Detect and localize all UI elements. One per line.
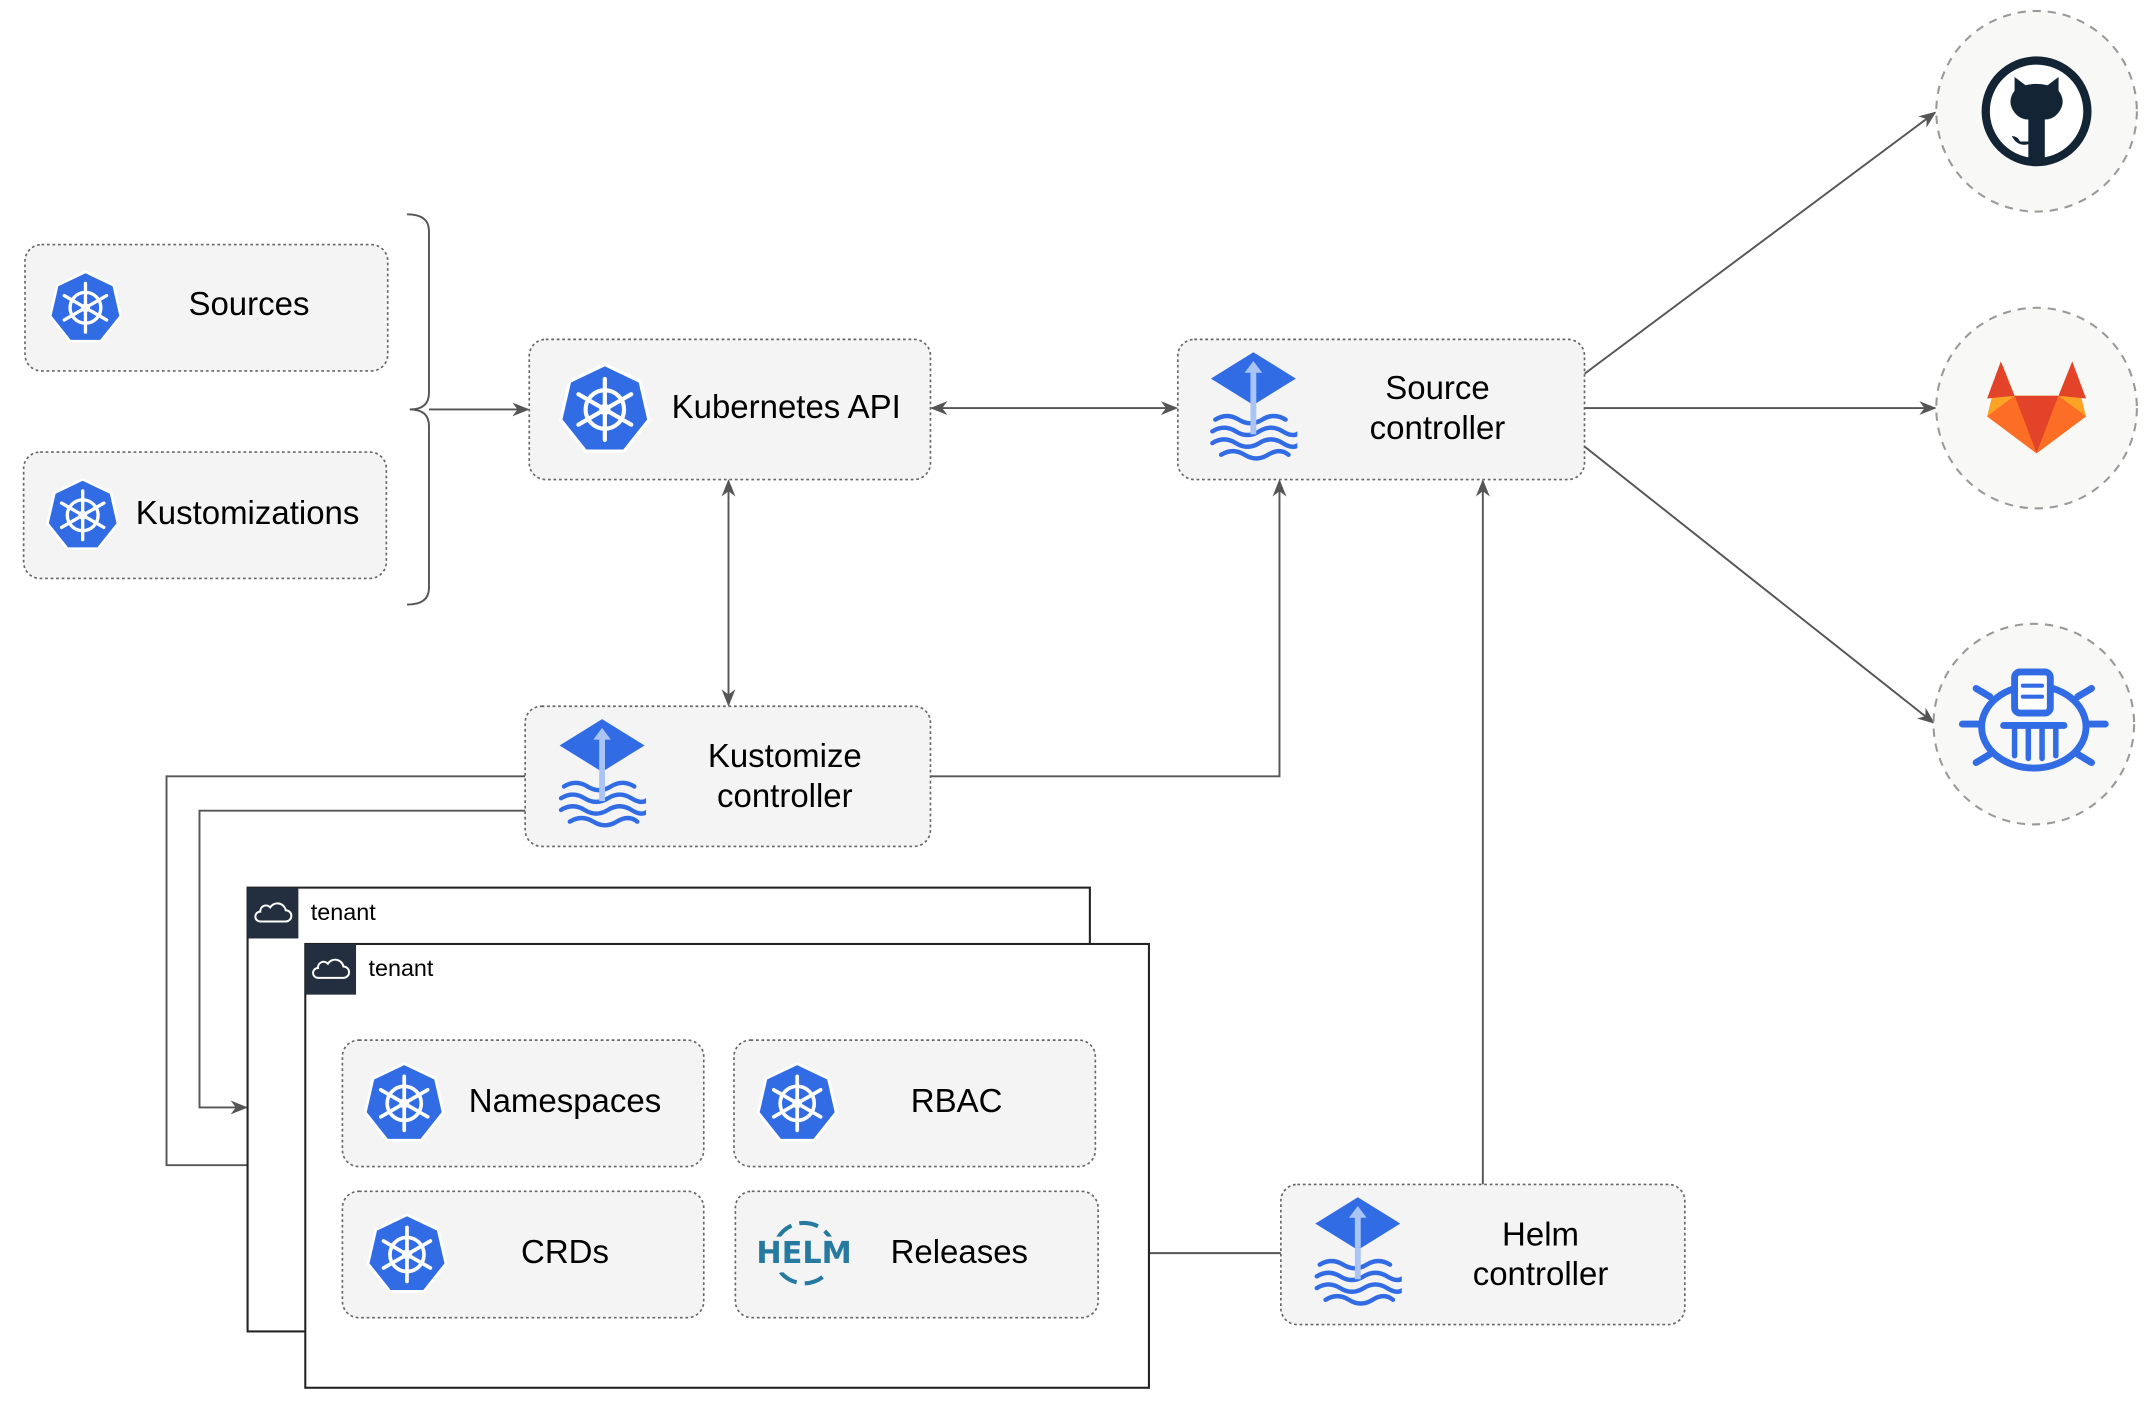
rbac-node[interactable]: RBAC <box>733 1039 1097 1168</box>
kubernetes-icon <box>48 270 123 343</box>
sources-node[interactable]: Sources <box>24 243 389 372</box>
edge-kustomize-to-source <box>930 479 1287 778</box>
gitlab-node[interactable] <box>1935 306 2138 510</box>
kustomize-controller-label-1: Kustomize <box>708 737 862 774</box>
source-controller-label-1: Source <box>1385 369 1489 406</box>
kubernetes-api-node[interactable]: Kubernetes API <box>528 338 932 481</box>
helm-controller-node[interactable]: Helm controller <box>1280 1183 1686 1326</box>
gitlab-icon <box>1987 361 2087 454</box>
helm-logo-text: HELM <box>756 1236 851 1271</box>
helm-controller-label-2: controller <box>1473 1255 1609 1292</box>
sources-label: Sources <box>188 285 309 322</box>
edge-source-to-helmrepo <box>1583 445 1935 724</box>
cloud-icon <box>305 943 357 995</box>
kustomizations-node[interactable]: Kustomizations <box>22 451 388 580</box>
kustomizations-label: Kustomizations <box>136 494 360 531</box>
kubernetes-icon <box>366 1212 448 1294</box>
source-controller-node[interactable]: Source controller <box>1176 338 1586 481</box>
kubernetes-icon <box>363 1061 446 1143</box>
rbac-label: RBAC <box>911 1082 1003 1119</box>
namespaces-node[interactable]: Namespaces <box>341 1039 705 1168</box>
helm-repository-icon <box>1958 668 2109 772</box>
edge-kustomize-to-tenant-front <box>165 775 526 1173</box>
kustomize-controller-label-2: controller <box>717 777 853 814</box>
github-icon <box>1981 56 2092 167</box>
kubernetes-icon <box>756 1061 839 1143</box>
releases-label: Releases <box>891 1233 1028 1270</box>
kubernetes-icon <box>45 477 120 551</box>
source-controller-label-2: controller <box>1370 409 1506 446</box>
releases-node[interactable]: HELM Releases <box>734 1190 1099 1319</box>
github-node[interactable] <box>1935 9 2138 213</box>
helm-controller-label-1: Helm <box>1502 1215 1579 1252</box>
crds-label: CRDs <box>521 1233 609 1270</box>
kustomize-controller-node[interactable]: Kustomize controller <box>524 705 932 848</box>
namespaces-label: Namespaces <box>469 1082 661 1119</box>
edge-source-to-github <box>1583 111 1937 375</box>
helm-icon: HELM <box>755 1220 853 1286</box>
kubernetes-icon <box>561 365 649 452</box>
crds-node[interactable]: CRDs <box>341 1190 705 1319</box>
edge-kustomize-to-tenant-back <box>198 809 526 1115</box>
kubernetes-api-label: Kubernetes API <box>672 388 901 425</box>
cloud-icon <box>247 887 299 939</box>
bracket <box>406 213 430 606</box>
helm-repository-node[interactable] <box>1932 622 2136 826</box>
tenant-label: tenant <box>369 955 434 981</box>
tenant-label: tenant <box>311 899 376 925</box>
